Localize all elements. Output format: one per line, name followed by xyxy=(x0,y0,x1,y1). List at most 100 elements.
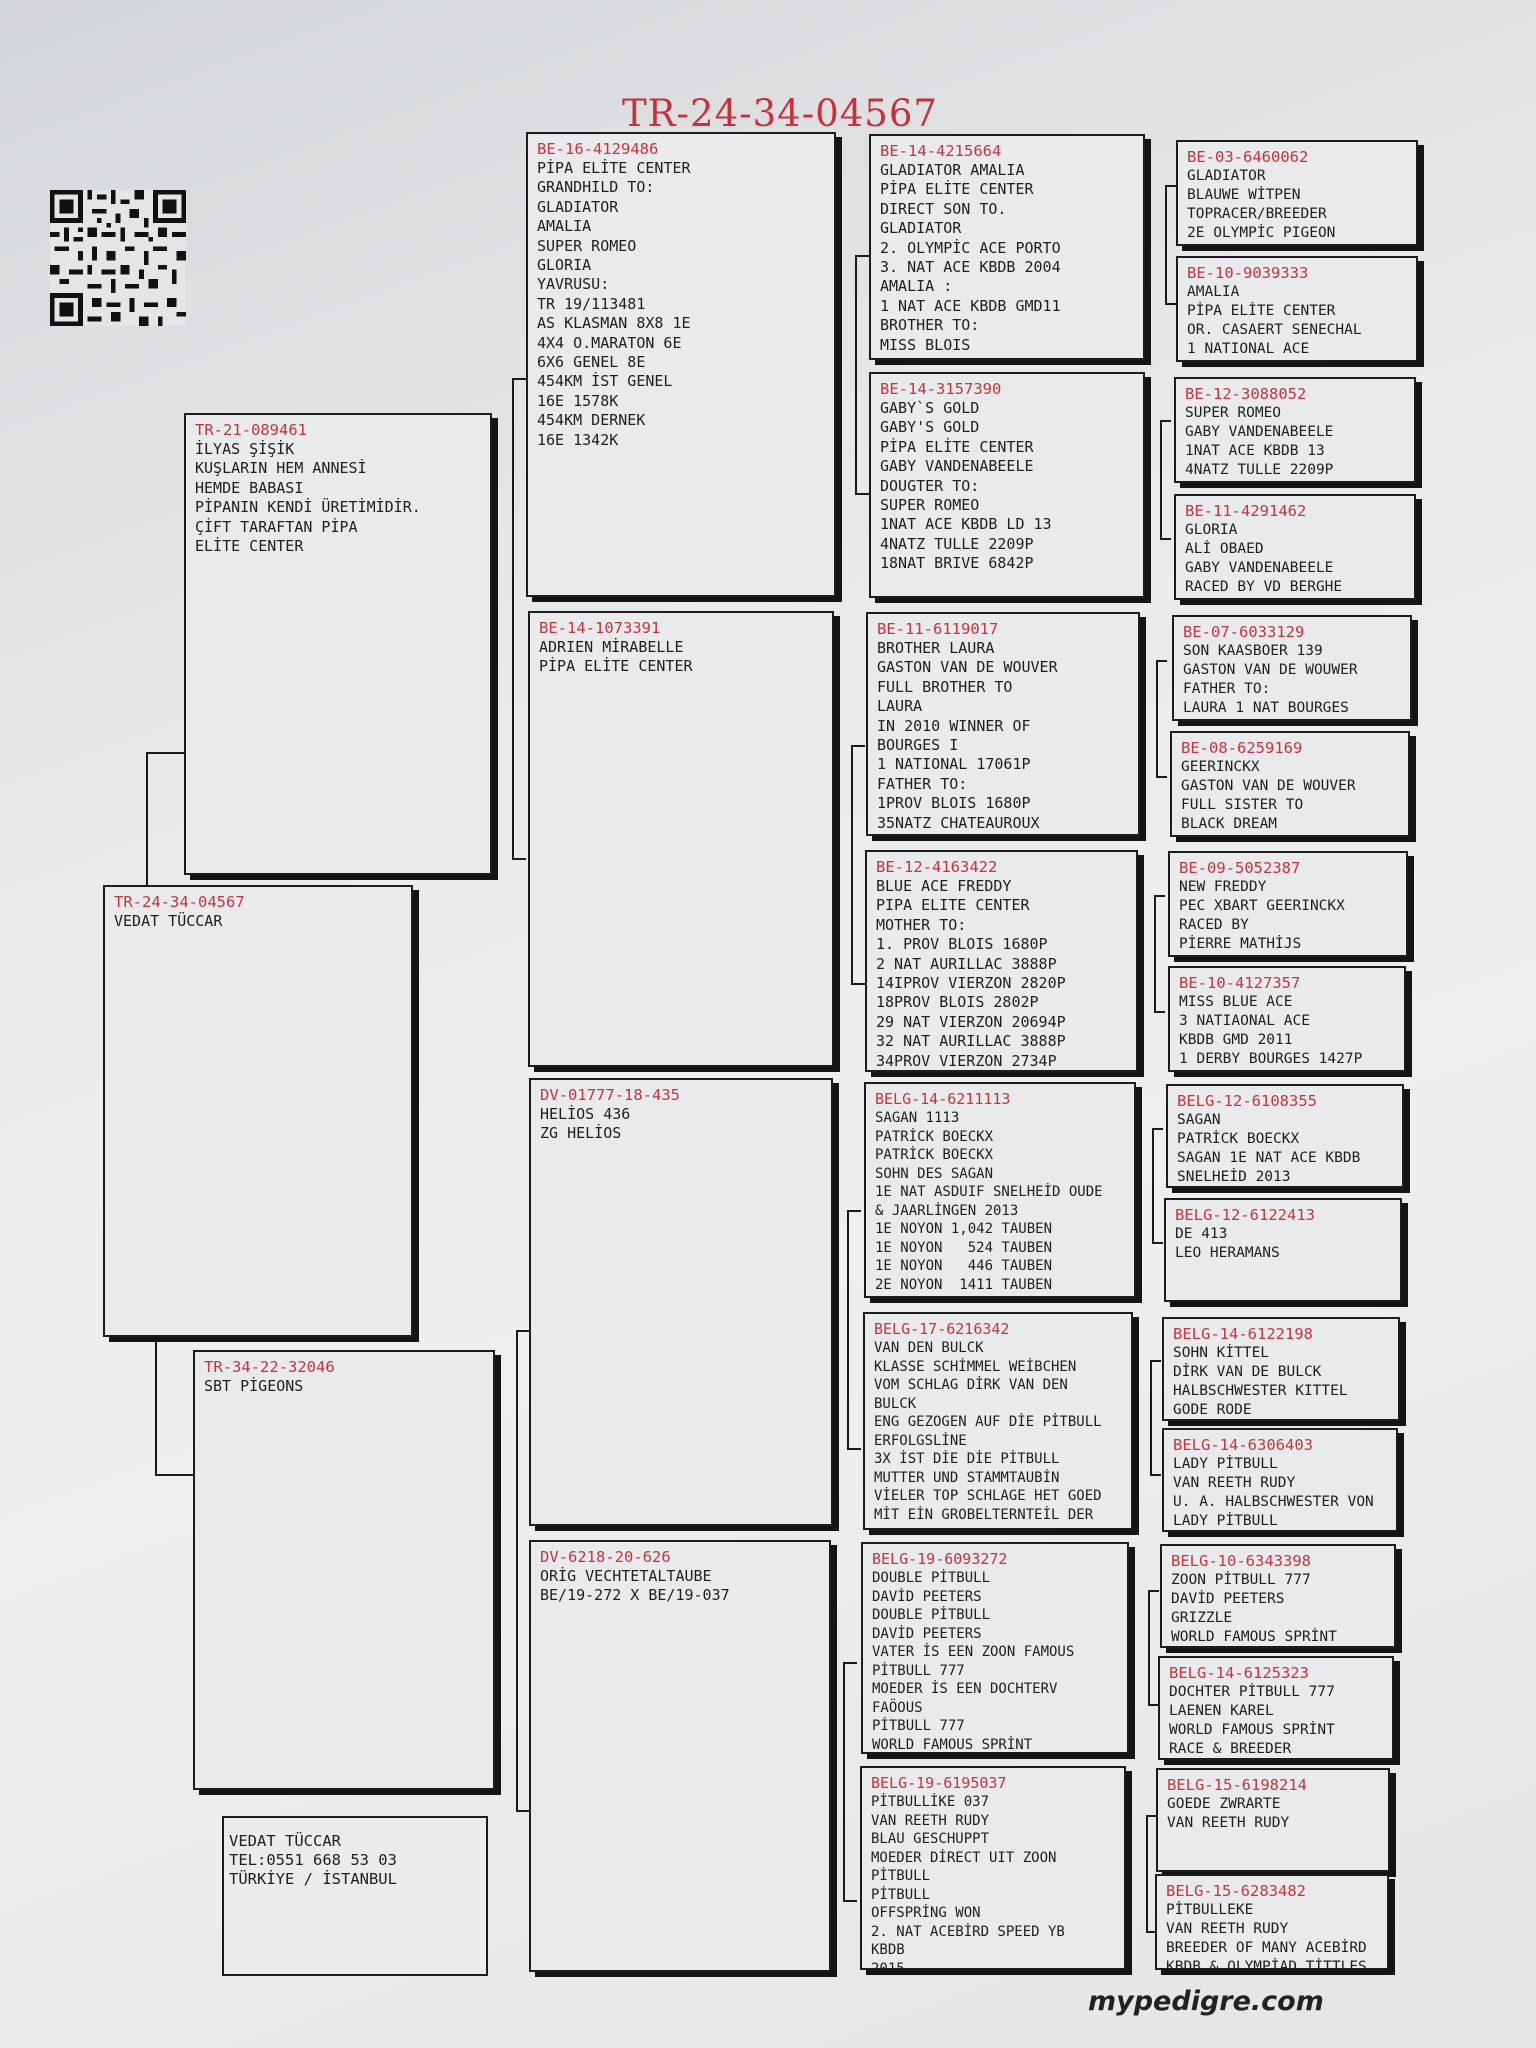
card-line: LAENEN KAREL xyxy=(1169,1703,1274,1719)
card-line: 16E 1578K xyxy=(537,391,619,410)
connector-line xyxy=(516,1810,530,1812)
card-line: GASTON VAN DE WOUVER xyxy=(1181,778,1356,794)
connector-line xyxy=(843,1662,845,1902)
connector-line xyxy=(1146,1931,1157,1933)
ring-number: BE-16-4129486 xyxy=(537,140,659,158)
card-line: 6X6 GENEL 8E xyxy=(537,353,646,372)
card-line: VAN REETH RUDY xyxy=(1167,1815,1290,1831)
sss-card: BE-14-4215664 GLADIATOR AMALIA PİPA ELİT… xyxy=(869,134,1145,360)
card-line: SUPER ROMEO xyxy=(880,496,980,515)
card-line: 2. OLYMPİC ACE PORTO xyxy=(880,238,1061,257)
card-line: HELİOS 436 xyxy=(540,1105,631,1123)
card-line: BROTHER LAURA xyxy=(877,639,995,657)
connector-line xyxy=(1150,1360,1152,1476)
card-line: 18NAT BRIVE 6842P xyxy=(880,554,1034,573)
connector-line xyxy=(1146,1815,1157,1817)
great-grandparent-card: BE-03-6460062 GLADIATOR BLAUWE WİTPEN TO… xyxy=(1176,140,1418,246)
card-line: BROTHER TO: xyxy=(880,316,980,335)
card-line: SAGAN 1E NAT ACE KBDB xyxy=(1177,1150,1361,1166)
great-grandparent-card: BELG-12-6108355 SAGAN PATRİCK BOECKX SAG… xyxy=(1166,1084,1404,1188)
card-line: BULCK xyxy=(874,1395,917,1412)
card-line: DAVİD PEETERS xyxy=(1171,1591,1285,1607)
card-line: PİPA ELİTE CENTER xyxy=(539,657,693,676)
ring-number: BE-11-6119017 xyxy=(877,620,999,638)
card-line: BREEDER OF MANY ACEBİRD xyxy=(1166,1940,1367,1956)
card-line: AMALIA xyxy=(537,217,592,236)
owner-location: TÜRKİYE / İSTANBUL xyxy=(229,1870,397,1888)
card-line: 34PROV VIERZON 2734P xyxy=(876,1051,1057,1070)
card-line: 1NAT ACE KBDB LD 13 xyxy=(880,515,1052,534)
ddd-card: BELG-19-6195037 PİTBULLİKE 037 VAN REETH… xyxy=(860,1766,1126,1970)
card-line: 1. PROV BLOIS 1680P xyxy=(876,935,1048,954)
owner-name: VEDAT TÜCCAR xyxy=(229,1832,341,1850)
brand-logo: mypedigre.com xyxy=(1088,1986,1324,2017)
card-line: ORİG VECHTETALTAUBE xyxy=(540,1567,712,1585)
connector-line xyxy=(851,983,865,985)
card-line: GRIZZLE xyxy=(1171,1610,1233,1626)
ring-number: BE-03-6460062 xyxy=(1187,148,1309,166)
card-line: HEMDE BABASI xyxy=(195,478,304,497)
card-line: 2015 xyxy=(871,1960,905,1970)
great-grandparent-card: BE-11-4291462 GLORIA ALİ OBAED GABY VAND… xyxy=(1174,494,1416,600)
card-line: DOUBLE PİTBULL xyxy=(872,1570,991,1586)
card-line: LADY PİTBULL xyxy=(1173,1513,1278,1529)
page-title: TR-24-34-04567 xyxy=(622,92,938,135)
great-grandparent-card: BE-09-5052387 NEW FREDDY PEC XBART GEERI… xyxy=(1168,851,1408,957)
card-line: 1 NATIONAL ACE xyxy=(1187,341,1310,357)
connector-line xyxy=(1160,538,1171,540)
card-line: FATHER TO: xyxy=(1183,681,1271,697)
connector-line xyxy=(512,378,514,860)
connector-line xyxy=(516,1330,518,1812)
connector-line xyxy=(843,1662,857,1664)
ring-number: BELG-17-6216342 xyxy=(874,1320,1010,1338)
card-line: GLORIA xyxy=(1185,522,1238,538)
card-line: ERFOLGSLİNE xyxy=(874,1432,967,1449)
great-grandparent-card: BE-12-3088052 SUPER ROMEO GABY VANDENABE… xyxy=(1174,377,1416,483)
card-line: 3X İST DİE DİE PİTBULL xyxy=(874,1451,1060,1467)
card-line: 2E OLYMPİC PIGEON xyxy=(1187,225,1336,241)
connector-line xyxy=(847,1210,861,1212)
card-line: SBT PİGEONS xyxy=(204,1377,304,1395)
connector-line xyxy=(516,1330,530,1332)
card-line: GABY'S GOLD xyxy=(880,418,980,437)
great-grandparent-card: BELG-15-6283482 PİTBULLEKE VAN REETH RUD… xyxy=(1155,1874,1389,1970)
connector-line xyxy=(847,1448,861,1450)
card-line: 454KM DERNEK xyxy=(537,411,646,430)
card-line: PIPA ELITE CENTER xyxy=(876,896,1030,915)
connector-line xyxy=(1152,1128,1163,1130)
card-line: 32 NAT AURILLAC 3888P xyxy=(876,1032,1066,1051)
connector-line xyxy=(855,255,869,257)
card-line: PİTBULL 777 xyxy=(872,1718,965,1734)
card-line: KBDB xyxy=(871,1942,905,1958)
card-line: MOTHER TO: xyxy=(876,915,967,934)
ring-number: BE-14-4215664 xyxy=(880,142,1002,160)
card-line: ÇİFT TARAFTAN PİPA xyxy=(195,517,358,536)
card-line: SOHN DES SAGAN xyxy=(875,1165,994,1182)
card-line: TOPRACER/BREEDER xyxy=(1187,206,1327,222)
card-line: 1E NOYON 446 TAUBEN xyxy=(875,1258,1053,1274)
card-line: PİTBULLİKE 037 xyxy=(871,1794,990,1810)
card-line: SAGAN 1113 xyxy=(875,1110,960,1126)
connector-line xyxy=(1154,895,1165,897)
card-line: GODE RODE xyxy=(1173,1402,1252,1418)
sire-sire-card: BE-16-4129486 PİPA ELİTE CENTER GRANDHIL… xyxy=(526,132,836,597)
card-line: VAN REETH RUDY xyxy=(1166,1921,1289,1937)
connector-line xyxy=(1156,776,1167,778)
card-line: PATRİCK BOECKX xyxy=(1177,1131,1300,1147)
card-line: PİPA ELİTE CENTER xyxy=(880,437,1034,456)
dam-card: TR-34-22-32046 SBT PİGEONS xyxy=(193,1350,495,1790)
card-line: VİELER TOP SCHLAGE HET GOED xyxy=(874,1488,1102,1504)
great-grandparent-card: BE-10-9039333 AMALIA PİPA ELİTE CENTER O… xyxy=(1176,256,1418,362)
card-line: İLYAS ŞİŞİK xyxy=(195,440,295,458)
card-line: PATRİCK BOECKX xyxy=(875,1147,994,1163)
dam-sire-card: DV-01777-18-435 HELİOS 436 ZG HELİOS xyxy=(529,1078,833,1526)
card-line: PATRİCK BOECKX xyxy=(875,1128,994,1145)
card-line: AMALIA xyxy=(1187,284,1240,300)
card-line: MOEDER DİRECT UIT ZOON xyxy=(871,1849,1057,1866)
card-line: OR. CASAERT SENECHAL xyxy=(1187,322,1362,338)
ring-number: BE-09-5052387 xyxy=(1179,859,1301,877)
ring-number: BELG-14-6306403 xyxy=(1173,1436,1313,1454)
great-grandparent-card: BELG-14-6306403 LADY PİTBULL VAN REETH R… xyxy=(1162,1428,1398,1532)
card-line: MUTTER UND STAMMTAUBİN xyxy=(874,1469,1060,1486)
